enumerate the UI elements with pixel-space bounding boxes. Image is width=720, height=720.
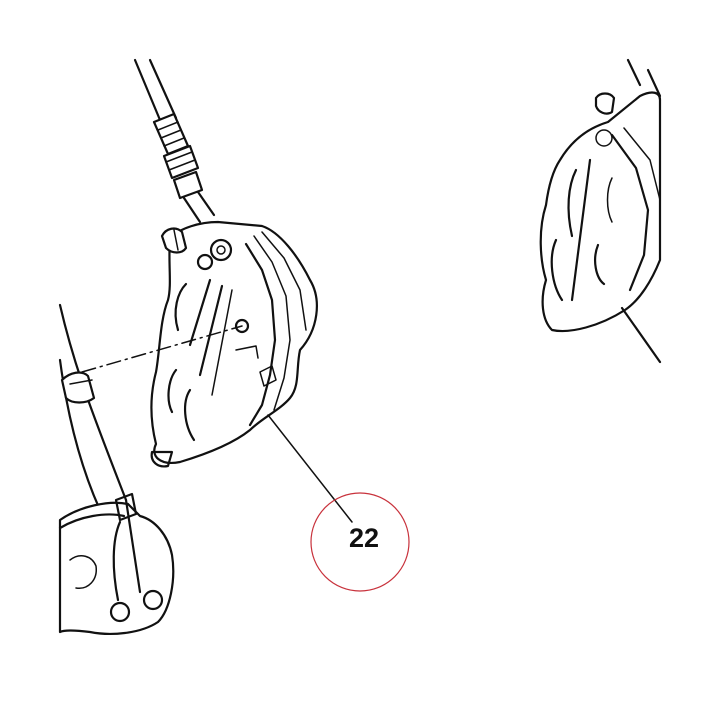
alignment-axis-line xyxy=(81,325,243,373)
brake-caliper-left xyxy=(150,220,318,468)
brake-hose xyxy=(133,58,216,224)
callout-circle xyxy=(310,492,410,592)
fork-leg-mount xyxy=(58,303,175,635)
callout-leader-line xyxy=(267,414,353,523)
part-number-label: 22 xyxy=(348,523,380,553)
brake-caliper-right xyxy=(539,58,662,364)
